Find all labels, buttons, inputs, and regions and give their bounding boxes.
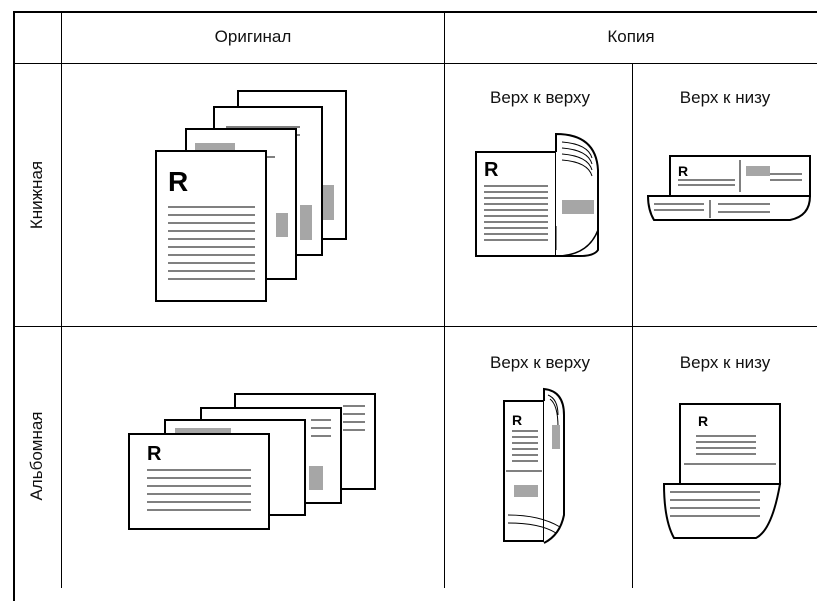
landscape-copy-top-to-top-illustration: R: [503, 387, 565, 544]
original-copy-divider: [444, 11, 445, 588]
label-column-divider: [61, 11, 62, 588]
copy-subcolumn-divider: [632, 63, 633, 588]
landscape-copy-top-to-bottom-illustration: R: [662, 403, 782, 539]
landscape-original-stack-illustration: R: [128, 393, 376, 530]
portrait-copy-tt-page-letter: R: [484, 159, 499, 181]
portrait-original-page-letter: R: [168, 166, 188, 197]
copy-header: Копия: [607, 27, 655, 46]
landscape-top-to-bottom-label: Верх к низу: [679, 353, 771, 372]
original-header: Оригинал: [214, 27, 292, 46]
layout-table: [13, 11, 817, 601]
row-label-portrait: Книжная: [27, 160, 46, 230]
landscape-copy-tt-page-letter: R: [512, 412, 522, 428]
header-divider: [13, 63, 817, 64]
portrait-copy-top-to-top-illustration: R: [475, 132, 599, 257]
landscape-copy-tb-page-letter: R: [698, 413, 708, 429]
portrait-top-to-bottom-label: Верх к низу: [679, 88, 771, 107]
portrait-original-stack-illustration: R: [155, 90, 347, 302]
landscape-original-page-letter: R: [147, 443, 162, 465]
row-divider: [13, 326, 817, 327]
portrait-copy-tb-page-letter: R: [678, 163, 688, 179]
portrait-copy-top-to-bottom-illustration: R: [646, 155, 812, 221]
landscape-top-to-top-label: Верх к верху: [490, 353, 590, 372]
portrait-top-to-top-label: Верх к верху: [490, 88, 590, 107]
row-label-landscape: Альбомная: [27, 411, 46, 501]
